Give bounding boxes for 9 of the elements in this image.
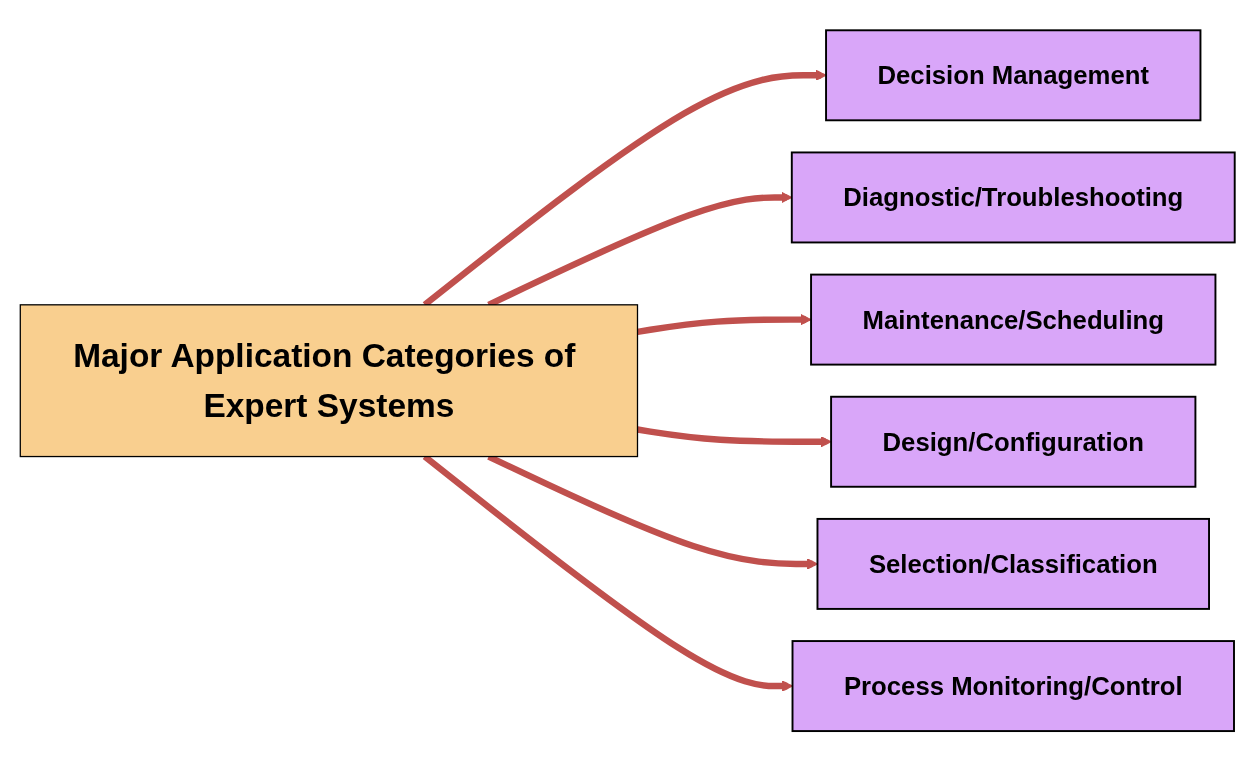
node-box: Maintenance/Scheduling (810, 273, 1217, 366)
node-box: Decision Management (825, 29, 1202, 122)
node-box: Diagnostic/Troubleshooting (790, 151, 1236, 244)
arrow (637, 426, 832, 448)
node-box: Selection/Classification (816, 517, 1210, 610)
node-box: Process Monitoring/Control (791, 639, 1235, 732)
arrow (637, 313, 812, 335)
node-box: Major Application Categories of Expert Systems (19, 304, 639, 457)
node-box: Design/Configuration (830, 395, 1197, 488)
